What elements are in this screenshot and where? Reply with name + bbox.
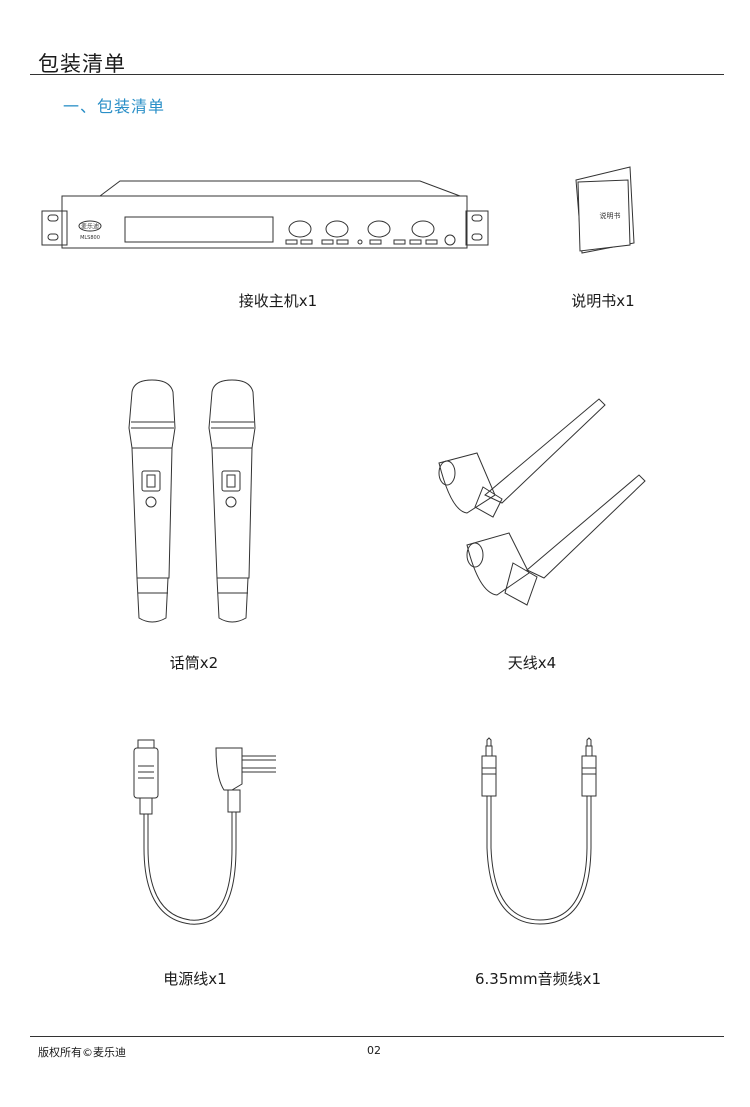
title-divider [30,74,724,75]
antennas-caption: 天线x4 [507,654,557,672]
receiver-illustration: 麦乐迪 MLS800 [40,178,490,254]
page-number: 02 [367,1044,381,1057]
receiver-caption: 接收主机x1 [238,292,318,310]
footer-divider [30,1036,724,1037]
receiver-model-text: MLS800 [80,235,100,241]
power-cord-caption: 电源线x1 [163,970,227,988]
section-heading: 一、包装清单 [63,97,166,116]
microphones-illustration [122,378,282,628]
audio-cable-illustration [470,738,610,938]
manual-cover-text: 说明书 [600,211,621,220]
page-title: 包装清单 [38,52,126,76]
manual-caption: 说明书x1 [571,292,635,310]
audio-cable-caption: 6.35mm音频线x1 [474,970,602,988]
receiver-logo-text: 麦乐迪 [81,223,99,231]
antennas-illustration [427,395,667,620]
power-cord-illustration [128,738,298,938]
microphones-caption: 话筒x2 [169,654,219,672]
manual-illustration: 说明书 [572,165,640,255]
footer-copyright: 版权所有©麦乐迪 [38,1046,126,1059]
